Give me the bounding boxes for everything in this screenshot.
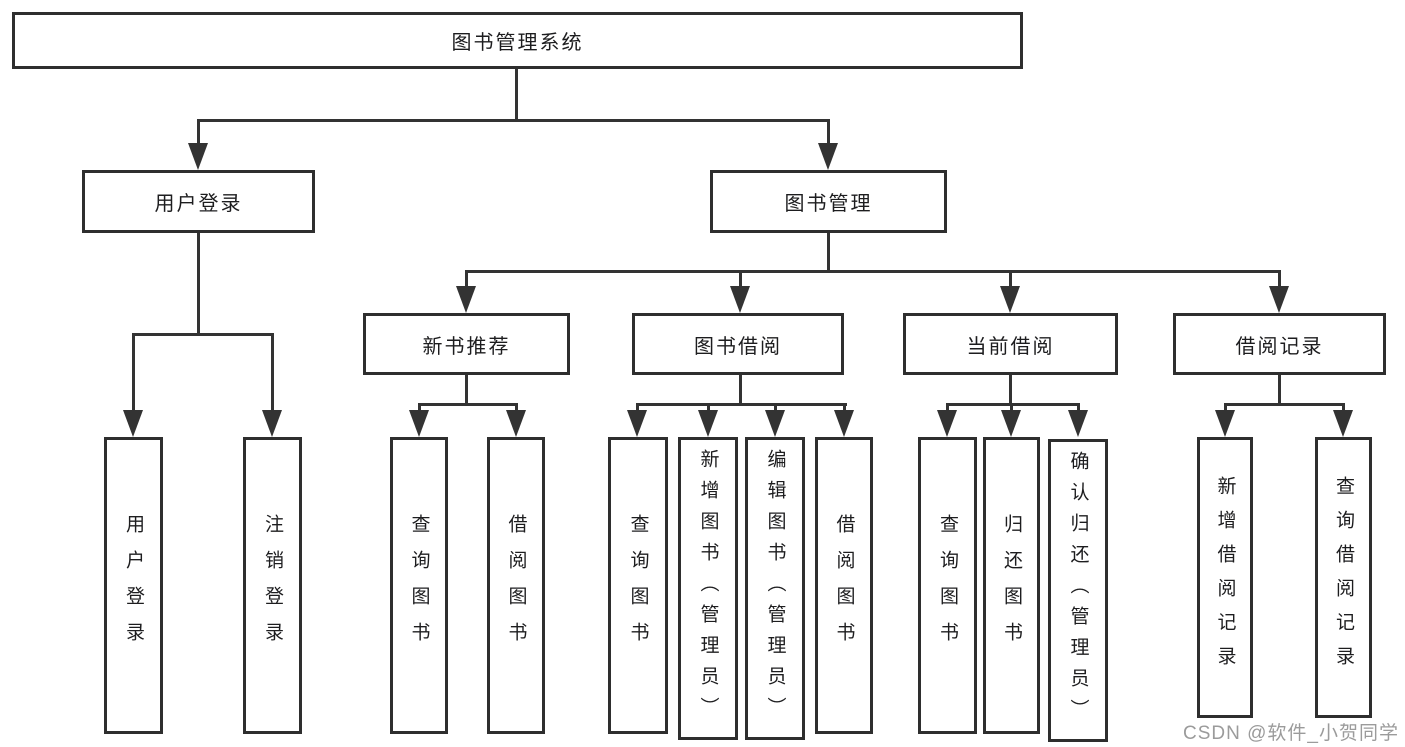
connector-line — [465, 375, 468, 405]
connector-line — [1077, 403, 1080, 415]
leaf-borrow-books-recommend: 借阅图书 — [487, 437, 545, 734]
node-borrowing-records: 借阅记录 — [1173, 313, 1386, 375]
node-library-management-system: 图书管理系统 — [12, 12, 1023, 69]
arrow-down-icon — [506, 410, 526, 437]
arrow-down-icon — [1215, 410, 1235, 437]
connector-line — [1010, 403, 1013, 415]
node-book-borrowing: 图书借阅 — [632, 313, 844, 375]
leaf-user-login: 用户登录 — [104, 437, 163, 734]
arrow-down-icon — [765, 410, 785, 437]
arrow-down-icon — [188, 143, 208, 170]
connector-line — [515, 69, 518, 120]
node-label: 编辑图书（管理员） — [764, 449, 786, 728]
node-label: 图书管理系统 — [451, 32, 584, 54]
connector-line — [1224, 403, 1344, 406]
connector-line — [515, 403, 518, 415]
arrow-down-icon — [1001, 410, 1021, 437]
connector-line — [271, 333, 274, 415]
leaf-return-books: 归还图书 — [983, 437, 1040, 734]
node-label: 新书推荐 — [422, 335, 511, 358]
arrow-down-icon — [456, 286, 476, 313]
node-label: 借阅图书 — [833, 513, 855, 658]
arrow-down-icon — [627, 410, 647, 437]
node-book-management: 图书管理 — [710, 170, 947, 233]
connector-line — [1224, 403, 1227, 415]
connector-line — [843, 403, 846, 415]
connector-line — [946, 403, 1080, 406]
arrow-down-icon — [698, 410, 718, 437]
connector-line — [197, 119, 200, 148]
node-label: 新增图书（管理员） — [697, 449, 719, 728]
arrow-down-icon — [730, 286, 750, 313]
node-label: 查询借阅记录 — [1333, 475, 1354, 680]
connector-line — [827, 233, 830, 272]
node-current-borrowing: 当前借阅 — [903, 313, 1118, 375]
connector-line — [465, 270, 1281, 273]
node-label: 注销登录 — [262, 513, 283, 658]
arrow-down-icon — [262, 410, 282, 437]
arrow-down-icon — [937, 410, 957, 437]
connector-line — [465, 270, 468, 290]
connector-line — [1278, 375, 1281, 405]
node-label: 用户登录 — [154, 193, 243, 215]
node-label: 图书管理 — [784, 193, 873, 215]
leaf-borrow-books-borrowing: 借阅图书 — [815, 437, 873, 734]
node-label: 新增借阅记录 — [1214, 475, 1236, 680]
leaf-add-borrow-record: 新增借阅记录 — [1197, 437, 1253, 718]
node-label: 查询图书 — [408, 513, 430, 658]
connector-line — [1009, 375, 1012, 405]
connector-line — [707, 403, 710, 415]
arrow-down-icon — [123, 410, 143, 437]
leaf-query-books-current: 查询图书 — [918, 437, 977, 734]
arrow-down-icon — [1333, 410, 1353, 437]
connector-line — [636, 403, 639, 415]
connector-line — [197, 233, 200, 335]
node-label: 图书借阅 — [694, 335, 782, 358]
connector-line — [197, 119, 830, 122]
arrow-down-icon — [409, 410, 429, 437]
connector-line — [418, 403, 518, 406]
connector-line — [132, 333, 135, 415]
arrow-down-icon — [1000, 286, 1020, 313]
leaf-query-borrow-record: 查询借阅记录 — [1315, 437, 1372, 718]
node-label: 当前借阅 — [966, 335, 1055, 358]
leaf-logout-login: 注销登录 — [243, 437, 302, 734]
connector-line — [827, 119, 830, 148]
leaf-confirm-return-admin: 确认归还（管理员） — [1048, 439, 1108, 742]
connector-line — [1342, 403, 1345, 415]
leaf-edit-books-admin: 编辑图书（管理员） — [745, 437, 805, 740]
connector-line — [774, 403, 777, 415]
arrow-down-icon — [1068, 410, 1088, 437]
leaf-query-books-borrowing: 查询图书 — [608, 437, 668, 734]
connector-line — [739, 270, 742, 290]
connector-line — [946, 403, 949, 415]
arrow-down-icon — [834, 410, 854, 437]
node-label: 确认归还（管理员） — [1067, 451, 1089, 730]
node-user-login: 用户登录 — [82, 170, 315, 233]
arrow-down-icon — [1269, 286, 1289, 313]
node-label: 借阅记录 — [1235, 335, 1324, 358]
node-label: 查询图书 — [937, 513, 958, 658]
csdn-watermark: CSDN @软件_小贺同学 — [1183, 723, 1399, 744]
connector-line — [739, 375, 742, 405]
connector-line — [132, 333, 274, 336]
connector-line — [1009, 270, 1012, 290]
node-label: 借阅图书 — [505, 513, 527, 658]
leaf-query-books-recommend: 查询图书 — [390, 437, 448, 734]
node-label: 查询图书 — [627, 513, 649, 658]
node-new-book-recommendation: 新书推荐 — [363, 313, 570, 375]
connector-line — [418, 403, 421, 415]
node-label: 归还图书 — [1001, 513, 1022, 658]
arrow-down-icon — [818, 143, 838, 170]
leaf-add-books-admin: 新增图书（管理员） — [678, 437, 738, 740]
connector-line — [1278, 270, 1281, 290]
node-label: 用户登录 — [123, 513, 144, 658]
connector-line — [636, 403, 847, 406]
